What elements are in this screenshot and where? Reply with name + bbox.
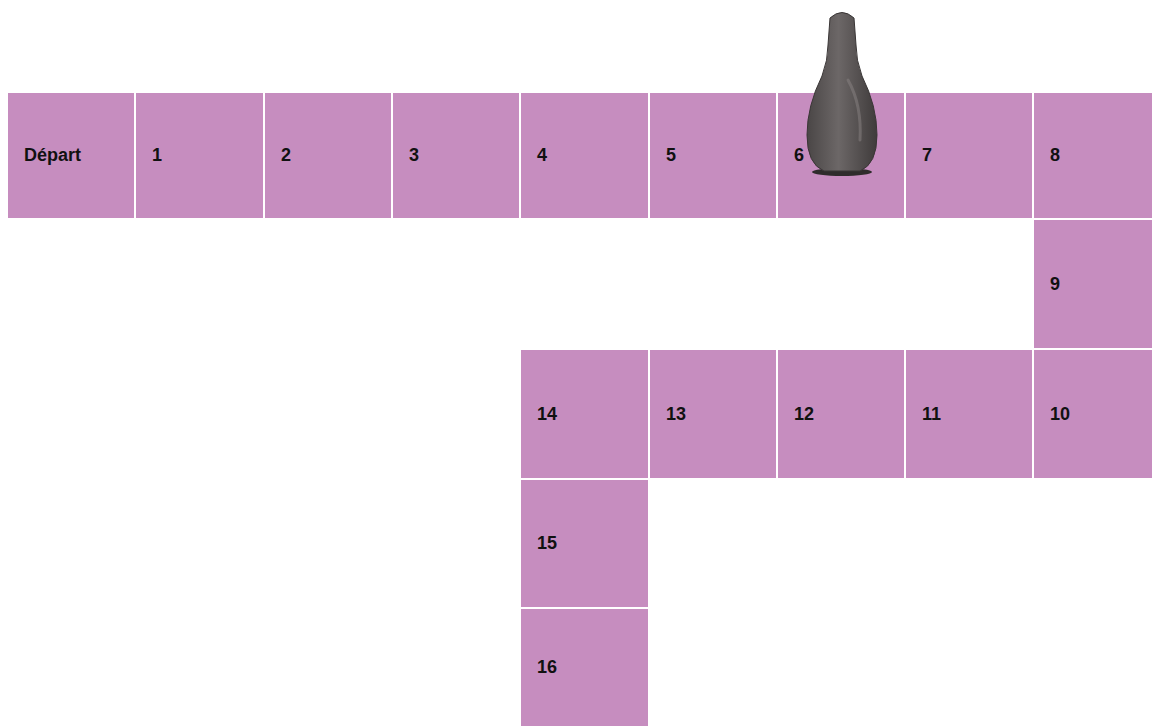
square-number: 5 (666, 145, 676, 166)
square-number: 9 (1050, 274, 1060, 295)
square-number: 8 (1050, 145, 1060, 166)
board-square: 3 (393, 93, 519, 218)
board-square: 8 (1034, 93, 1152, 218)
board-square: 4 (521, 93, 648, 218)
square-number: 6 (794, 145, 804, 166)
square-number: 13 (666, 404, 686, 425)
board-square: 11 (906, 350, 1032, 478)
square-number: 7 (922, 145, 932, 166)
board-square: 14 (521, 350, 648, 478)
start-label: Départ (24, 145, 81, 166)
square-number: 1 (152, 145, 162, 166)
board-square: 15 (521, 480, 648, 607)
square-number: 4 (537, 145, 547, 166)
board-square: 2 (265, 93, 391, 218)
square-number: 11 (922, 404, 941, 425)
square-number: 10 (1050, 404, 1070, 425)
square-number: 16 (537, 657, 557, 678)
board-square: 6 (778, 93, 904, 218)
start-square: Départ (8, 93, 134, 218)
board-square: 9 (1034, 220, 1152, 348)
board-square: 13 (650, 350, 776, 478)
board-square: 12 (778, 350, 904, 478)
square-number: 3 (409, 145, 419, 166)
board-square: 16 (521, 609, 648, 726)
square-number: 14 (537, 404, 557, 425)
square-number: 2 (281, 145, 291, 166)
square-number: 15 (537, 533, 557, 554)
board-square: 5 (650, 93, 776, 218)
board-square: 10 (1034, 350, 1152, 478)
board-square: 7 (906, 93, 1032, 218)
board-square: 1 (136, 93, 263, 218)
square-number: 12 (794, 404, 814, 425)
